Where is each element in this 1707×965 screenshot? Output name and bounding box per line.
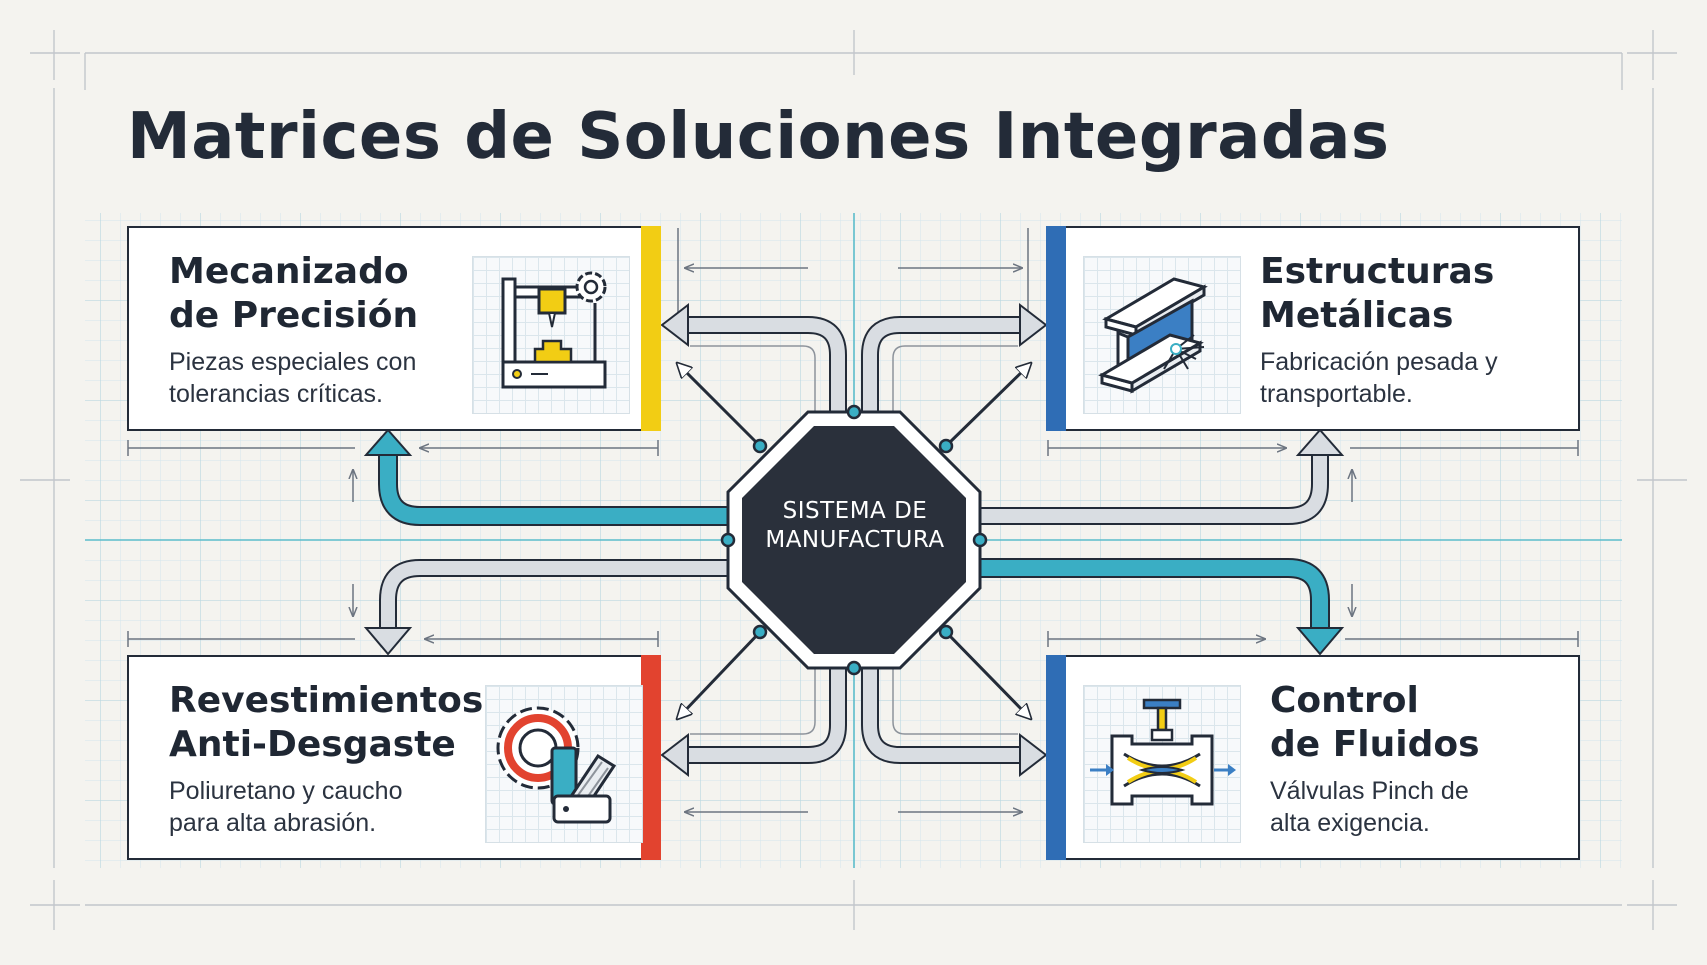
card-accent-bar xyxy=(641,655,661,860)
card-description: Válvulas Pinch de alta exigencia. xyxy=(1270,777,1469,837)
pipe-bottom-left xyxy=(660,668,847,778)
card-control-fluidos: Control de Fluidos Válvulas Pinch de alt… xyxy=(1046,655,1580,860)
card-estructuras: Estructuras Metálicas Fabricación pesada… xyxy=(1046,226,1580,431)
hub-connector-nodes xyxy=(720,404,988,676)
hub-label-line1: SISTEMA DE xyxy=(782,498,928,524)
pipe-bottom-right xyxy=(861,668,1048,778)
pinch-valve-icon xyxy=(1083,685,1241,843)
pipe-top-right xyxy=(861,302,1048,412)
page-title: Matrices de Soluciones Integradas xyxy=(127,100,1390,174)
card-title: Revestimientos Anti-Desgaste xyxy=(169,680,484,765)
drafting-frame xyxy=(20,30,1687,930)
card-accent-bar xyxy=(1046,655,1066,860)
card-accent-bar xyxy=(641,226,661,431)
pipe-teal-left xyxy=(363,428,728,526)
card-title: Estructuras Metálicas xyxy=(1260,251,1495,336)
card-mecanizado: Mecanizado de Precisión Piezas especiale… xyxy=(127,226,661,431)
hub-octagon xyxy=(726,410,982,670)
card-description: Piezas especiales con tolerancias crític… xyxy=(169,348,417,408)
hub-label: SISTEMA DE MANUFACTURA xyxy=(740,497,970,555)
card-title: Control de Fluidos xyxy=(1270,680,1480,765)
pipe-teal-right xyxy=(980,558,1345,656)
card-description: Fabricación pesada y transportable. xyxy=(1260,348,1498,408)
pipe-gray-upper-right xyxy=(980,428,1345,525)
card-description: Poliuretano y caucho para alta abrasión. xyxy=(169,777,403,837)
pipe-top-left xyxy=(660,302,847,412)
steel-i-beam-welding-icon xyxy=(1083,256,1241,414)
diagonal-arrows xyxy=(678,364,1030,718)
card-revestimientos: Revestimientos Anti-Desgaste Poliuretano… xyxy=(127,655,661,860)
card-accent-bar xyxy=(1046,226,1066,431)
pipe-gray-lower-left xyxy=(363,559,728,656)
cnc-machine-gear-icon xyxy=(472,256,630,414)
hub-label-line2: MANUFACTURA xyxy=(765,527,945,553)
dimension-lines xyxy=(127,228,1579,812)
coated-gear-layers-icon xyxy=(485,685,643,843)
card-title: Mecanizado de Precisión xyxy=(169,251,419,336)
